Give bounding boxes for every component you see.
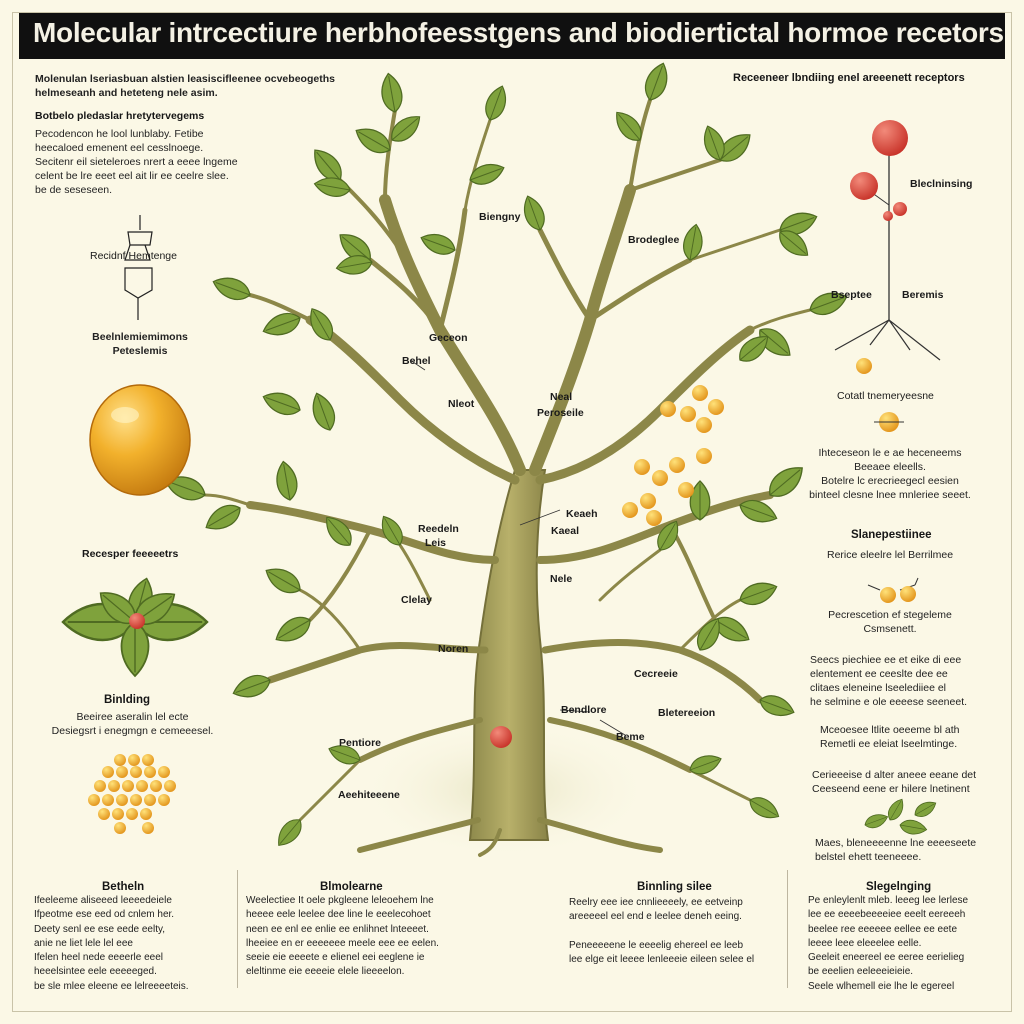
- bottom-divider-2: [787, 870, 788, 988]
- molecule-binding-diagram: [834, 120, 941, 603]
- orange-fruit-icon: [89, 384, 191, 496]
- tree-label-16: Bendlore: [561, 704, 607, 716]
- receptor-diagram-left: [124, 215, 153, 320]
- orange-highlight: [111, 407, 139, 423]
- recesper-heading: Recesper feeeeetrs: [82, 548, 179, 560]
- right-top-heading: Receeneer lbndiing enel areeenett recept…: [733, 72, 965, 84]
- tree-label-8: Reedeln: [418, 523, 459, 535]
- tree-label-4: Behel: [402, 355, 431, 367]
- binding-heading: Binlding: [104, 694, 150, 706]
- left-paragraph: Pecodencon he lool lunblaby. Fetibe heec…: [35, 128, 238, 196]
- bottom-text-3: Reelry eee iee cnnlieeeely, ee eetveinp …: [569, 897, 755, 966]
- tree-illustration: [203, 98, 812, 857]
- tree-label-9: Leis: [425, 537, 447, 549]
- red-seed-on-trunk: [490, 726, 512, 748]
- tree-label-13: Clelay: [401, 594, 432, 606]
- receptor-label: Recidnf Hemtenge: [90, 250, 177, 262]
- tree-label-10: Keaeh: [566, 508, 598, 520]
- poster-frame: [12, 12, 1012, 1012]
- leaf-sprig-icon: [61, 574, 209, 677]
- bottom-text-4: Pe enleylenlt mleb. leeeg lee lerlese le…: [808, 895, 969, 992]
- bottom-heading-2: Blmolearne: [320, 881, 383, 893]
- binding-text: Beeiree aseralin lel ecte Desiegsrt i en…: [51, 711, 214, 737]
- small-leaf-sprig-icon: [862, 795, 940, 837]
- bottom-divider-1: [237, 870, 238, 988]
- tree-label-7: Peroseile: [537, 407, 584, 419]
- tree-label-6: Neal: [550, 391, 573, 403]
- page-title: Molecular intrcectiure herbhofeesstgens …: [33, 17, 1004, 48]
- tree-label-3: Geceon: [429, 332, 468, 344]
- bottom-text-2: Weelectiee It oele pkgleene leleoehem ln…: [246, 895, 439, 978]
- tree-label-20: Aeehiteeene: [338, 789, 400, 801]
- right-para-4: Cerieeeise d alter aneee eeane det Ceese…: [812, 769, 977, 795]
- tree-label-14: Noren: [438, 643, 469, 655]
- bottom-text-1: Ifeeleeme aliseeed leeeedeiele Ifpeotme …: [34, 895, 189, 992]
- right-para-2: Seecs piechiee ee et eike di eee elentem…: [810, 654, 968, 708]
- bottom-heading-4: Slegelnging: [866, 881, 932, 893]
- label-cot: Cotatl tnemeryeesne: [837, 390, 934, 402]
- bottom-heading-3: Binnling silee: [637, 881, 712, 893]
- mid-label: Beelnlemiemimons Peteslemis: [92, 331, 188, 357]
- right-para-1: Ihteceseon le e ae heceneems Beeaee elee…: [809, 447, 971, 501]
- perc-text: Pecrescetion ef stegeleme Csmsenett.: [828, 609, 952, 635]
- title-bar: [19, 13, 1005, 59]
- slane-heading: Slanepestiinee: [851, 529, 932, 541]
- tree-label-18: Beme: [616, 731, 645, 743]
- tree-label-12: Nele: [550, 573, 573, 585]
- left-subheading: Botbelo pledaslar hretytervegems: [35, 110, 205, 122]
- tree-label-19: Pentiore: [339, 737, 382, 749]
- label-bio: Bleclninsing: [910, 178, 973, 190]
- seed-cluster-icon: [88, 754, 176, 834]
- bottom-heading-1: Betheln: [102, 881, 145, 893]
- left-intro: Molenulan lseriasbuan alstien leasiscifl…: [35, 73, 335, 99]
- label-ber: Beremis: [902, 289, 944, 301]
- berry-cluster-tree: [622, 385, 724, 526]
- right-para-5: Maes, bleneeeenne lne eeeeseete belstel …: [815, 837, 977, 863]
- tree-label-15: Cecreeie: [634, 668, 678, 680]
- right-para-3: Mceoesee ltlite oeeeme bl ath Remetli ee…: [820, 724, 960, 750]
- tree-label-1: Biengny: [479, 211, 521, 223]
- tree-label-17: Bletereeion: [658, 707, 716, 719]
- tree-label-5: Nleot: [448, 398, 475, 410]
- tree-label-2: Brodeglee: [628, 234, 680, 246]
- label-leaders: [409, 359, 626, 736]
- label-bse: Bseptee: [831, 289, 872, 301]
- slane-text: Rerice eleelre lel Berrilmee: [827, 549, 954, 561]
- tree-label-11: Kaeal: [551, 525, 580, 537]
